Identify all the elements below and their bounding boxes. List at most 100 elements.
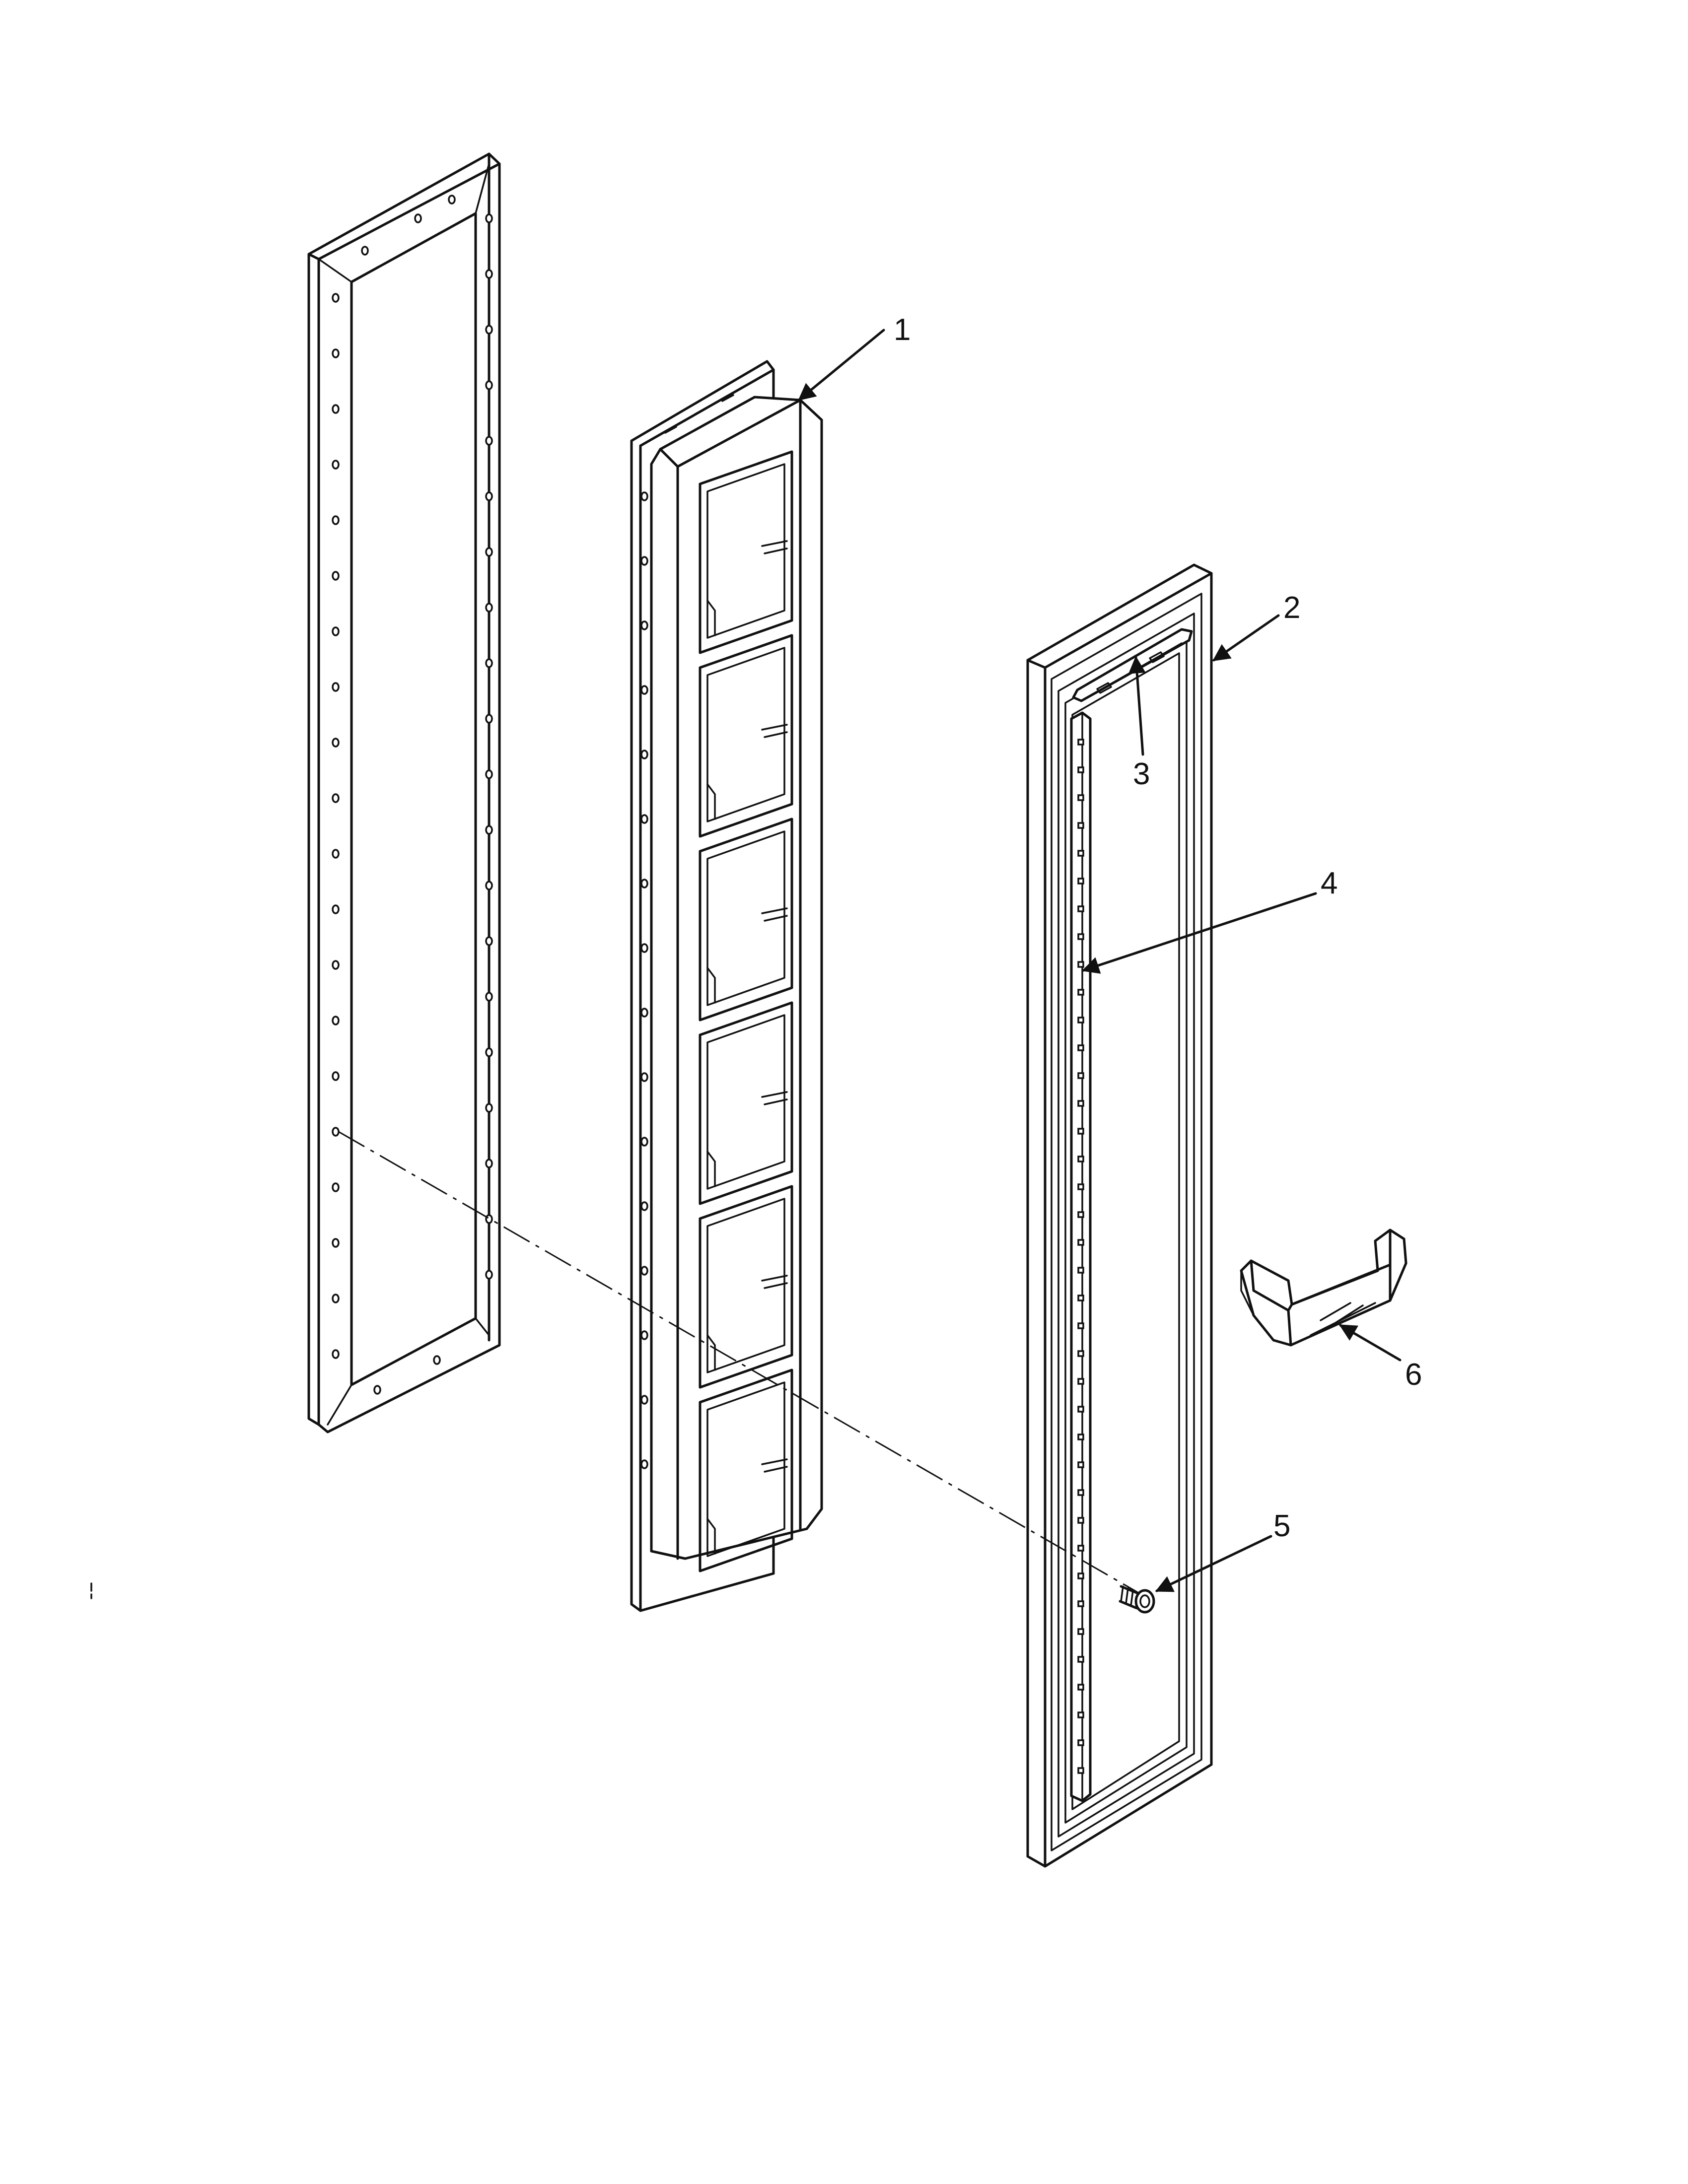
strip-notch [1077,933,1084,940]
strip-notch [1077,1628,1084,1635]
frame-hole [332,404,340,414]
frame-hole [414,213,422,223]
strip-notch [1077,961,1084,968]
liner-hole [640,1137,648,1147]
liner-hole [640,1266,648,1276]
callout-5: 5 [1273,1509,1290,1543]
screw-part-5 [1119,1585,1155,1614]
strip-notch [1077,1183,1084,1190]
frame-hole [485,547,493,557]
frame-hole [485,658,493,668]
frame-hole [332,1182,340,1192]
strip-notch [1077,878,1084,885]
strip-notch [1077,1656,1084,1663]
shelf-bins [699,450,793,1572]
frame-hole [485,769,493,779]
shelf-bin [699,818,793,1022]
frame-hole [485,325,493,335]
callout-3: 3 [1133,757,1150,791]
door-panel-part-2 [1026,563,1213,1868]
frame-hole [332,738,340,748]
liner-hole [640,620,648,630]
frame-mounting-holes [332,195,493,1395]
strip-notch [1077,1156,1084,1162]
strip-notch [1077,1072,1084,1079]
strip-notch [1077,1239,1084,1246]
frame-hole [332,571,340,581]
frame-hole [332,682,340,692]
shelf-bin [699,1368,793,1572]
frame-hole [485,436,493,446]
strip-notch [1077,1572,1084,1579]
frame-hole [332,793,340,803]
frame-hole [485,714,493,724]
liner-hole [640,491,648,501]
frame-hole [361,246,369,256]
door-bin-part-6 [1240,1228,1407,1347]
frame-hole [332,1349,340,1359]
strip-notch [1077,1600,1084,1607]
callout-labels: 1 2 3 4 5 6 [894,313,1422,1543]
frame-hole [332,904,340,914]
strip-notch [1077,1684,1084,1691]
liner-hole [640,1008,648,1018]
strip-notch [1077,1461,1084,1468]
liner-hole [640,1459,648,1469]
frame-hole [332,626,340,636]
frame-hole [485,1103,493,1113]
frame-hole [485,269,493,279]
shelf-bin [699,450,793,654]
callout-6: 6 [1405,1358,1422,1392]
liner-hole [640,943,648,953]
liner-mounting-holes [640,491,648,1469]
strip-notch [1077,822,1084,829]
strip-notch [1077,1017,1084,1024]
strip-notch [1077,1739,1084,1746]
strip-notch [1077,1128,1084,1135]
frame-hole [485,1047,493,1057]
strip-notch [1077,1433,1084,1440]
frame-hole [332,849,340,859]
alignment-centerline [338,1131,1140,1594]
strip-notches [1077,739,1084,1774]
frame-hole [332,1127,340,1137]
strip-notch [1077,850,1084,857]
frame-hole [485,213,493,223]
strip-notch [1077,1322,1084,1329]
frame-hole [485,1214,493,1224]
frame-hole [433,1355,441,1365]
strip-notch [1077,1517,1084,1524]
frame-hole [485,825,493,835]
callout-1: 1 [894,313,911,347]
outer-liner-frame [307,152,501,1433]
shelf-bin [699,1001,793,1205]
strip-notch [1077,1545,1084,1552]
frame-hole [332,1016,340,1025]
frame-hole [485,603,493,613]
liner-hole [640,879,648,888]
strip-notch [1077,1489,1084,1496]
strip-notch [1077,1378,1084,1385]
liner-hole [640,814,648,824]
frame-hole [485,936,493,946]
liner-hole [640,750,648,759]
strip-notch [1077,1711,1084,1718]
door-shelf-liner-part-1 [630,360,823,1612]
frame-hole [485,881,493,890]
liner-hole [640,1395,648,1405]
liner-hole [640,556,648,566]
frame-hole [485,1270,493,1280]
frame-hole [485,380,493,390]
strip-notch [1077,1100,1084,1107]
frame-hole [485,491,493,501]
frame-hole [332,348,340,358]
strip-notch [1077,1211,1084,1218]
frame-hole [332,515,340,525]
strip-notch [1077,1350,1084,1357]
frame-hole [485,992,493,1002]
strip-notch [1077,1767,1084,1774]
strip-notch [1077,1044,1084,1051]
leader-lines [798,329,1402,1592]
frame-hole [373,1385,381,1395]
